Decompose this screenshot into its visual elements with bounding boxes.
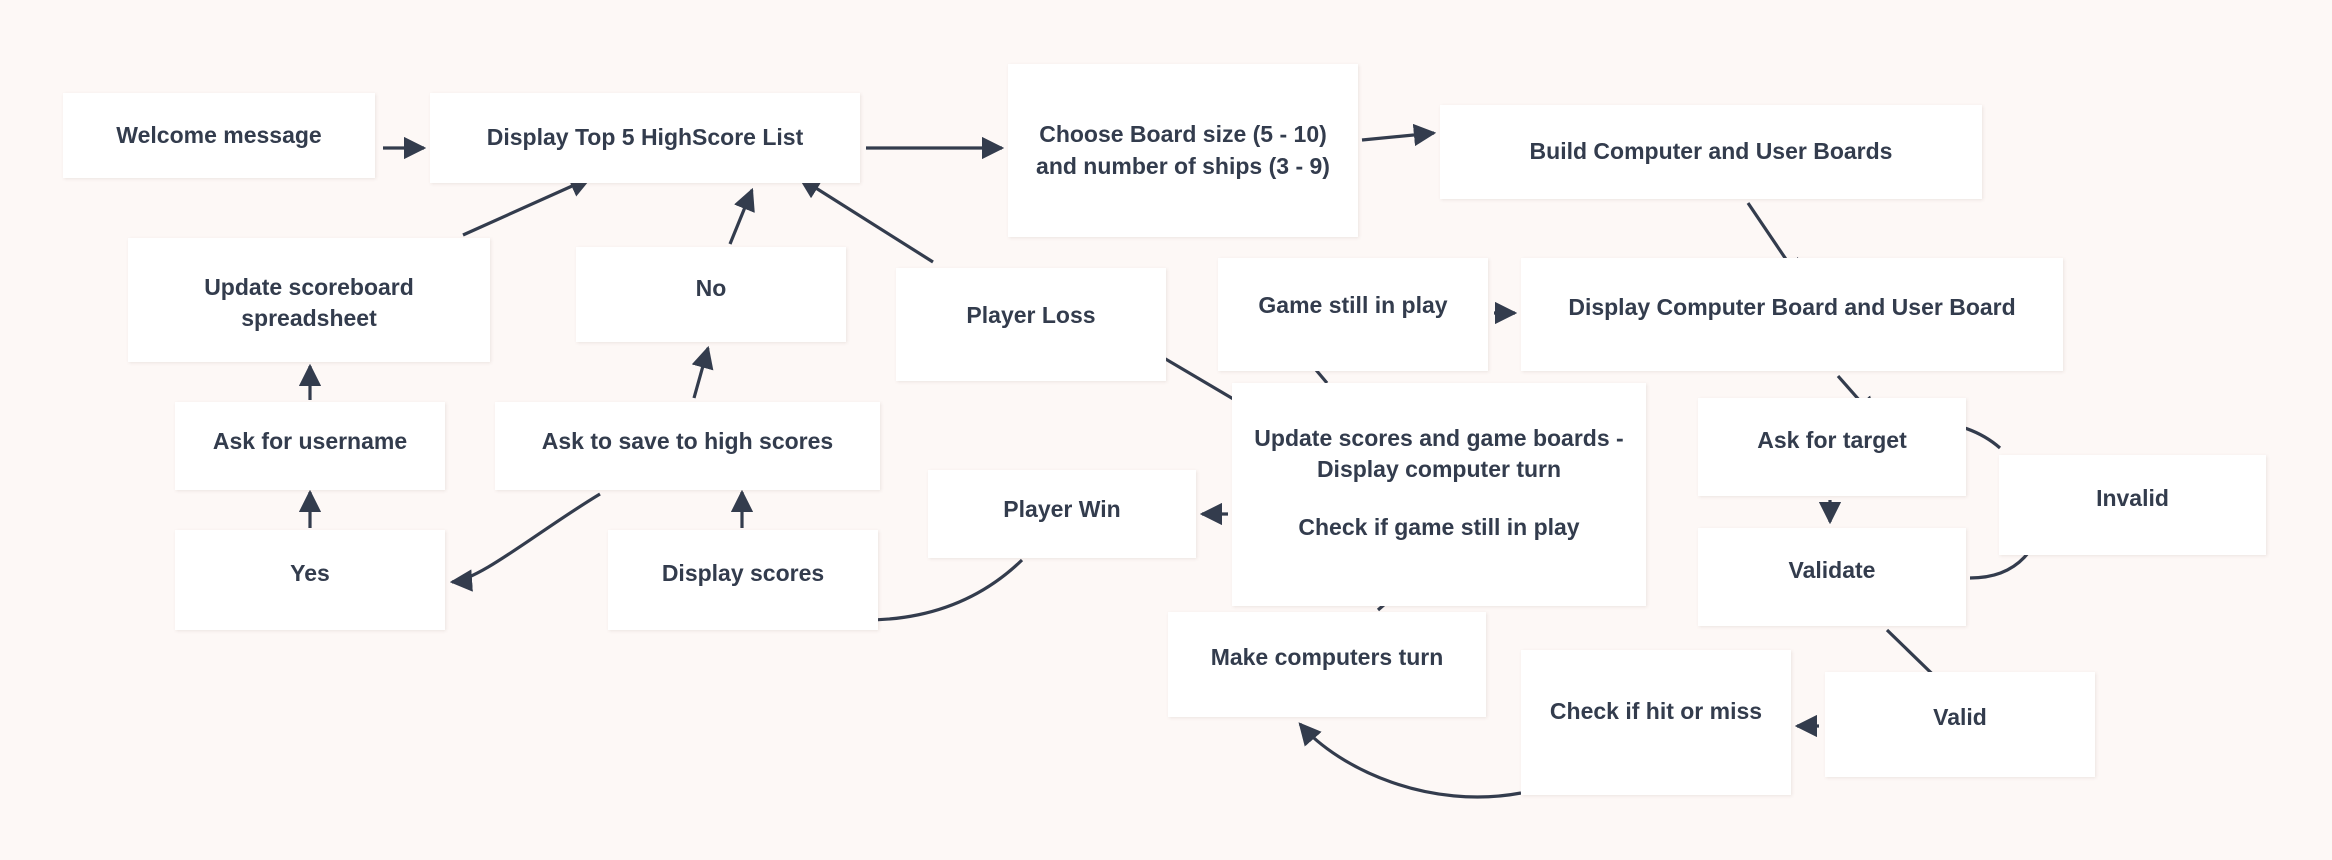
node-label: Choose Board size (5 - 10) and number of… [1036, 121, 1330, 179]
node-displayscores[interactable]: Display scores [608, 530, 878, 630]
node-label: Update scores and game boards - Display … [1254, 425, 1624, 483]
edge-checkhit-to-makecompturn [1298, 722, 1522, 799]
node-playerloss[interactable]: Player Loss [896, 268, 1166, 381]
node-label: Ask for username [212, 428, 408, 454]
node-updatescore[interactable]: Update scoreboard spreadsheet [128, 238, 490, 362]
node-label: Validate [1788, 557, 1876, 583]
node-label: Check if hit or miss [1549, 698, 1763, 724]
node-label: Game still in play [1258, 292, 1448, 318]
node-label: Valid [1933, 704, 1987, 730]
node-no[interactable]: No [576, 247, 846, 342]
edge-asksave-to-no [691, 345, 714, 399]
node-playerwin[interactable]: Player Win [928, 470, 1196, 558]
node-boardsize[interactable]: Choose Board size (5 - 10) and number of… [1008, 64, 1358, 237]
node-label: Display Top 5 HighScore List [486, 124, 804, 151]
node-highscore[interactable]: Display Top 5 HighScore List [430, 93, 860, 183]
node-askusername[interactable]: Ask for username [175, 402, 445, 490]
edge-boardsize-to-buildboards [1361, 123, 1437, 147]
node-label: Ask for target [1757, 427, 1907, 453]
node-invalid[interactable]: Invalid [1999, 455, 2266, 555]
node-label: No [695, 275, 727, 301]
node-label: Player Loss [966, 302, 1096, 328]
node-label: Ask to save to high scores [541, 428, 834, 454]
node-validate[interactable]: Validate [1698, 528, 1966, 626]
node-asktarget[interactable]: Ask for target [1698, 398, 1966, 496]
edge-no-to-highscore [728, 187, 755, 245]
node-gameinplay[interactable]: Game still in play [1218, 258, 1488, 371]
edge-asksave-to-yes [449, 492, 601, 592]
node-label: Yes [290, 560, 330, 586]
node-checkhit[interactable]: Check if hit or miss [1521, 650, 1791, 795]
node-asksave[interactable]: Ask to save to high scores [495, 402, 880, 490]
node-welcome[interactable]: Welcome message [63, 93, 375, 178]
node-label: Display Computer Board and User Board [1568, 294, 2016, 320]
node-label: Display scores [661, 560, 825, 586]
node-label: Build Computer and User Boards [1529, 138, 1893, 165]
node-buildboards[interactable]: Build Computer and User Boards [1440, 105, 1982, 199]
edge-updatescore-to-highscore [462, 176, 593, 237]
node-label: Player Win [1003, 496, 1121, 522]
node-label-secondary: Check if game still in play [1298, 513, 1580, 540]
node-label: Welcome message [116, 121, 322, 148]
node-label: Invalid [2096, 485, 2169, 511]
node-label: Update scoreboard spreadsheet [204, 274, 414, 332]
node-makecompturn[interactable]: Make computers turn [1168, 612, 1486, 717]
node-label: Make computers turn [1210, 644, 1444, 670]
node-valid[interactable]: Valid [1825, 672, 2095, 777]
node-displayboards[interactable]: Display Computer Board and User Board [1521, 258, 2063, 371]
node-updatescores[interactable]: Update scores and game boards - Display … [1232, 383, 1646, 606]
node-yes[interactable]: Yes [175, 530, 445, 630]
